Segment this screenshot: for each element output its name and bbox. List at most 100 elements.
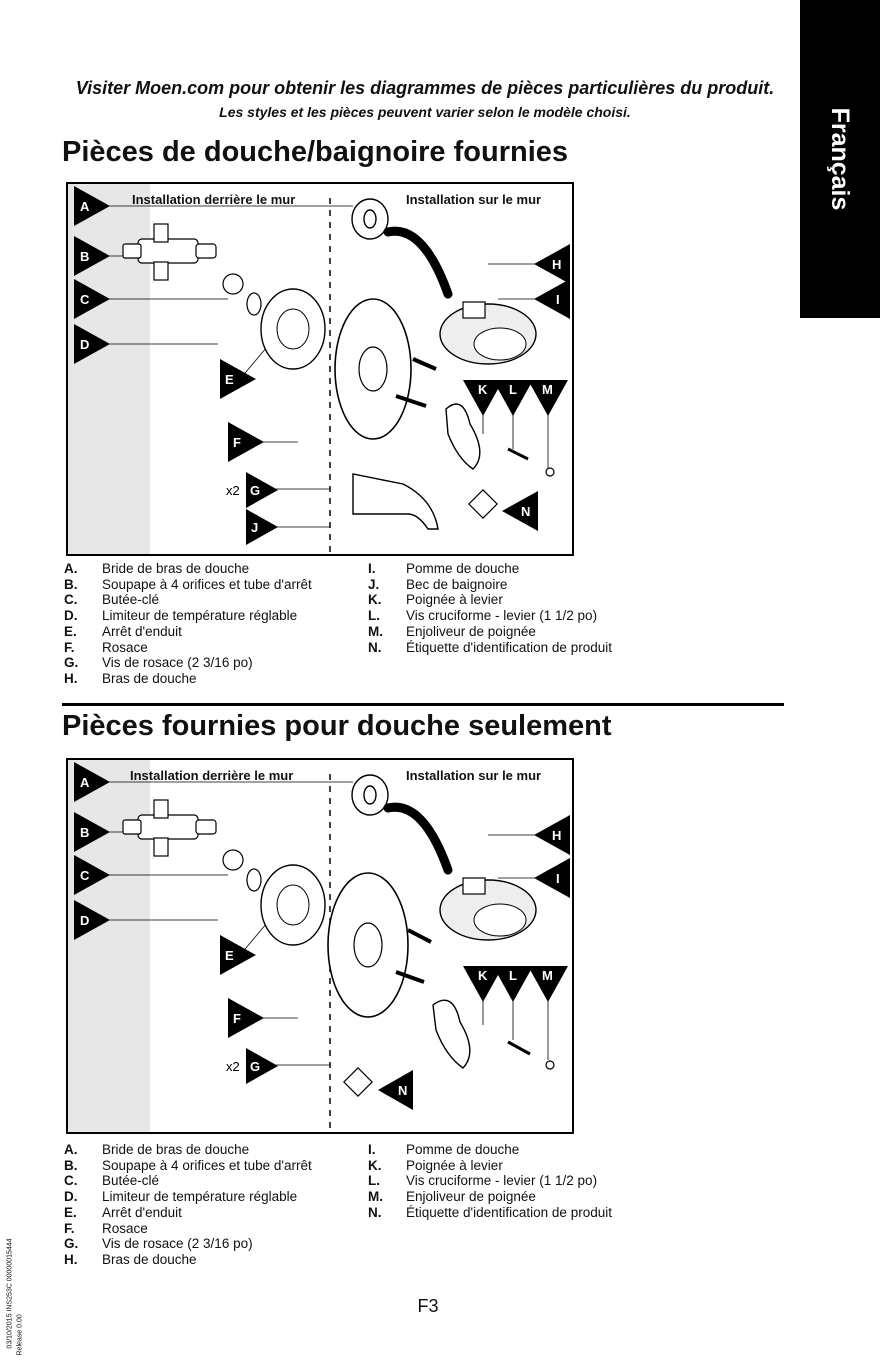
marker-b: B <box>80 249 89 264</box>
list-item: M.Enjoliveur de poignée <box>368 1189 536 1205</box>
zone-behind-wall-label: Installation derrière le mur <box>132 192 296 207</box>
id-tag-drawing <box>343 1067 373 1097</box>
list-item: B.Soupape à 4 orifices et tube d'arrêt <box>64 576 312 592</box>
marker-a: A <box>80 775 90 790</box>
marker-c: C <box>80 868 90 883</box>
list-item: H.Bras de douche <box>64 1251 197 1267</box>
marker-set-right <box>502 244 570 531</box>
screw-quantity-label: x2 <box>226 1059 240 1074</box>
section-1-title: Pièces de douche/baignoire fournies <box>62 136 569 168</box>
id-tag-drawing <box>468 489 498 519</box>
marker-set-left <box>74 762 278 1084</box>
marker-l: L <box>509 382 517 397</box>
section-1-parts-illustration: A B C D E F G J H I K L M N x2 <box>74 186 570 554</box>
language-tab <box>800 0 880 318</box>
marker-k: K <box>478 968 488 983</box>
marker-set-left <box>74 186 278 545</box>
list-item: N.Étiquette d'identification de produit <box>368 639 612 655</box>
marker-k: K <box>478 382 488 397</box>
marker-h: H <box>552 257 561 272</box>
document-code: 03/10/2015 INS253C 00000015444 <box>6 1238 14 1349</box>
stop-drawing <box>222 849 244 871</box>
marker-b: B <box>80 825 89 840</box>
flange-drawing <box>351 198 389 240</box>
marker-f: F <box>233 1011 241 1026</box>
limiter-drawing <box>246 292 262 316</box>
marker-j: J <box>251 520 258 535</box>
marker-f: F <box>233 435 241 450</box>
section-1-parts-list-right: I.Pomme de douche J.Bec de baignoire K.P… <box>368 561 612 655</box>
list-item: B.Soupape à 4 orifices et tube d'arrêt <box>64 1157 312 1173</box>
marker-l: L <box>509 968 517 983</box>
revision-code: Release 0.00 <box>16 1314 24 1356</box>
section-1-diagram: Installation derrière le mur Installatio… <box>66 182 574 556</box>
zone-on-wall-label: Installation sur le mur <box>406 192 542 207</box>
marker-set-down <box>463 380 568 416</box>
handle-insert-drawing <box>545 1060 555 1070</box>
section-2-parts-list-left: A.Bride de bras de douche B.Soupape à 4 … <box>64 1142 312 1268</box>
section-2-diagram: Installation derrière le mur Installatio… <box>66 758 574 1134</box>
marker-i: I <box>556 871 560 886</box>
list-item: K.Poignée à levier <box>368 1157 503 1173</box>
page-number: F3 <box>417 1296 439 1316</box>
list-item: A.Bride de bras de douche <box>64 1142 250 1157</box>
marker-h: H <box>552 828 561 843</box>
stop-drawing <box>222 273 244 295</box>
section-divider <box>62 703 784 706</box>
flange-drawing <box>351 774 389 816</box>
marker-n: N <box>521 504 530 519</box>
list-item: I.Pomme de douche <box>368 561 520 576</box>
header-line-2: Les styles et les pièces peuvent varier … <box>219 104 631 120</box>
shower-arm-drawing <box>383 802 453 875</box>
marker-g: G <box>250 1059 260 1074</box>
list-item: N.Étiquette d'identification de produit <box>368 1204 612 1220</box>
valve-body-drawing <box>122 223 217 281</box>
marker-c: C <box>80 292 90 307</box>
list-item: D.Limiteur de température réglable <box>64 1189 298 1205</box>
section-2-parts-list-right: I.Pomme de douche K.Poignée à levier L.V… <box>368 1142 612 1221</box>
screw-quantity-label: x2 <box>226 483 240 498</box>
lever-handle-drawing <box>445 403 481 470</box>
language-tab-label: Français <box>826 107 854 211</box>
list-item: E.Arrêt d'enduit <box>64 1204 182 1220</box>
marker-a: A <box>80 199 90 214</box>
plaster-guard-drawing <box>260 864 326 946</box>
list-item: L.Vis cruciforme - levier (1 1/2 po) <box>368 1173 598 1189</box>
list-item: F.Rosace <box>64 639 148 655</box>
list-item: A.Bride de bras de douche <box>64 561 250 576</box>
marker-m: M <box>542 382 553 397</box>
lever-handle-drawing <box>432 999 471 1069</box>
list-item: C.Butée-clé <box>64 1173 160 1189</box>
list-item: I.Pomme de douche <box>368 1142 520 1157</box>
marker-e: E <box>225 372 234 387</box>
marker-set-down <box>463 966 568 1002</box>
section-1-parts-list-left: A.Bride de bras de douche B.Soupape à 4 … <box>64 561 312 687</box>
marker-set-right <box>378 815 570 1110</box>
escutcheon-drawing <box>334 298 412 440</box>
marker-n: N <box>398 1083 407 1098</box>
list-item: E.Arrêt d'enduit <box>64 623 182 639</box>
marker-d: D <box>80 337 89 352</box>
list-item: J.Bec de baignoire <box>368 576 508 592</box>
marker-d: D <box>80 913 89 928</box>
list-item: K.Poignée à levier <box>368 592 503 608</box>
escutcheon-screw-drawing <box>407 928 432 944</box>
zone-behind-wall-label: Installation derrière le mur <box>130 768 294 783</box>
limiter-drawing <box>246 868 262 892</box>
list-item: G.Vis de rosace (2 3/16 po) <box>64 1236 253 1252</box>
list-item: C.Butée-clé <box>64 592 160 608</box>
list-item: F.Rosace <box>64 1220 148 1236</box>
list-item: D.Limiteur de température réglable <box>64 608 298 624</box>
marker-e: E <box>225 948 234 963</box>
marker-m: M <box>542 968 553 983</box>
shower-arm-drawing <box>383 226 453 299</box>
marker-g: G <box>250 483 260 498</box>
zone-on-wall-label: Installation sur le mur <box>406 768 542 783</box>
marker-i: I <box>556 292 560 307</box>
escutcheon-drawing <box>327 872 409 1018</box>
section-2-title: Pièces fournies pour douche seulement <box>62 710 612 742</box>
list-item: H.Bras de douche <box>64 670 197 686</box>
list-item: L.Vis cruciforme - levier (1 1/2 po) <box>368 608 598 624</box>
tub-spout-drawing <box>352 473 439 530</box>
list-item: M.Enjoliveur de poignée <box>368 623 536 639</box>
